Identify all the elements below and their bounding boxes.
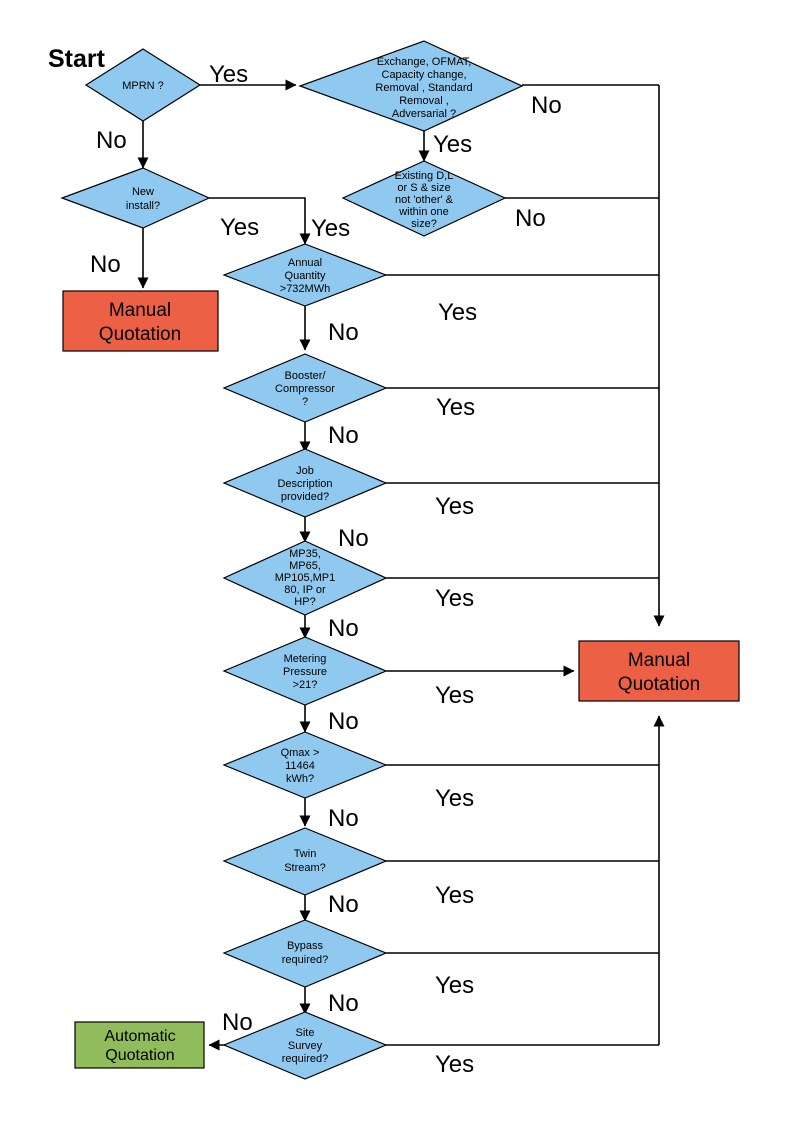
label-mp-no: No — [328, 615, 359, 642]
node-mp-line-0: MP35, — [289, 548, 321, 560]
node-newinstall-line-1: install? — [126, 200, 160, 212]
node-mprn-line-0: MPRN ? — [122, 80, 164, 92]
node-mprn[interactable]: MPRN ? — [84, 48, 202, 122]
manual-right-line-0: Manual — [628, 650, 690, 671]
label-annual-yes: Yes — [438, 299, 477, 326]
node-mp-line-4: HP? — [294, 596, 315, 608]
label-qmax-no: No — [328, 805, 359, 832]
node-bypass[interactable]: Bypass required? — [222, 919, 388, 988]
node-qmax-line-1: 11464 — [285, 760, 315, 772]
node-mp[interactable]: MP35, MP65, MP105,MP1 80, IP or HP? — [222, 540, 388, 616]
label-qmax-yes: Yes — [435, 785, 474, 812]
node-twin-line-1: Stream? — [284, 862, 326, 874]
node-mp-line-2: MP105,MP1 — [275, 572, 336, 584]
label-twin-yes: Yes — [435, 882, 474, 909]
node-newinstall-line-0: New — [132, 186, 154, 198]
node-twin[interactable]: Twin Stream? — [222, 827, 388, 896]
node-exchange-line-2: Removal , Standard — [375, 82, 472, 94]
node-jobdesc[interactable]: Job Description provided? — [222, 448, 388, 518]
node-manual-quotation-right[interactable]: Manual Quotation — [578, 640, 740, 702]
node-site-line-1: Survey — [288, 1040, 323, 1052]
node-automatic-quotation[interactable]: Automatic Quotation — [74, 1021, 205, 1069]
label-mp-yes: Yes — [435, 585, 474, 612]
node-exchange-line-1: Capacity change, — [382, 69, 467, 81]
node-jobdesc-line-0: Job — [296, 465, 314, 477]
node-annual[interactable]: Annual Quantity >732MWh — [222, 243, 388, 307]
label-exchange-yes: Yes — [433, 131, 472, 158]
node-bypass-line-0: Bypass — [287, 940, 324, 952]
node-existing[interactable]: Existing D,L or S & size not 'other' & w… — [341, 160, 507, 237]
node-qmax-line-0: Qmax > — [281, 747, 320, 759]
node-existing-line-2: not 'other' & — [395, 194, 454, 206]
label-mprn-yes: Yes — [209, 61, 248, 88]
node-twin-line-0: Twin — [294, 848, 317, 860]
node-newinstall[interactable]: New install? — [60, 167, 211, 229]
node-booster-line-1: Compressor — [275, 383, 335, 395]
label-booster-yes: Yes — [436, 394, 475, 421]
start-label: Start — [48, 45, 106, 73]
node-metering-line-0: Metering — [284, 653, 327, 665]
node-site-line-0: Site — [296, 1027, 315, 1039]
label-twin-no: No — [328, 891, 359, 918]
node-metering[interactable]: Metering Pressure >21? — [222, 636, 388, 706]
label-existing-no: No — [515, 205, 546, 232]
node-site-line-2: required? — [282, 1053, 328, 1065]
label-bypass-yes: Yes — [435, 972, 474, 999]
manual-right-line-1: Quotation — [618, 674, 700, 695]
label-metering-yes: Yes — [435, 682, 474, 709]
label-site-yes: Yes — [435, 1051, 474, 1078]
node-mp-line-3: 80, IP or — [284, 584, 326, 596]
node-manual-quotation-left[interactable]: Manual Quotation — [62, 290, 219, 352]
node-exchange-line-4: Adversarial ? — [392, 108, 456, 120]
node-existing-line-3: within one — [398, 206, 449, 218]
node-mp-line-1: MP65, — [289, 560, 321, 572]
manual-left-line-0: Manual — [109, 300, 171, 321]
label-annual-no: No — [328, 319, 359, 346]
label-metering-no: No — [328, 708, 359, 735]
node-jobdesc-line-2: provided? — [281, 491, 329, 503]
node-jobdesc-line-1: Description — [277, 478, 332, 490]
label-site-no: No — [222, 1009, 253, 1036]
node-annual-line-0: Annual — [288, 257, 322, 269]
node-qmax[interactable]: Qmax > 11464 kWh? — [222, 731, 388, 799]
node-annual-line-1: Quantity — [285, 270, 326, 282]
node-site[interactable]: Site Survey required? — [222, 1011, 388, 1080]
label-jobdesc-no: No — [338, 525, 369, 552]
automatic-line-0: Automatic — [104, 1028, 175, 1045]
node-qmax-line-2: kWh? — [286, 773, 314, 785]
label-booster-no: No — [328, 422, 359, 449]
node-booster-line-2: ? — [302, 396, 308, 408]
label-existing-yes: Yes — [311, 215, 350, 242]
node-booster-line-0: Booster/ — [285, 370, 327, 382]
label-mprn-no: No — [96, 127, 127, 154]
node-existing-line-0: Existing D,L — [395, 170, 454, 182]
node-existing-line-4: size? — [411, 218, 437, 230]
manual-left-line-1: Quotation — [99, 324, 181, 345]
node-annual-line-2: >732MWh — [280, 283, 330, 295]
node-booster[interactable]: Booster/ Compressor ? — [222, 353, 388, 423]
label-newinstall-no: No — [90, 251, 121, 278]
node-exchange[interactable]: Exchange, OFMAT, Capacity change, Remova… — [298, 40, 524, 132]
node-bypass-line-1: required? — [282, 954, 328, 966]
node-metering-line-2: >21? — [293, 679, 318, 691]
node-existing-line-1: or S & size — [397, 182, 450, 194]
label-exchange-no: No — [531, 92, 562, 119]
node-metering-line-1: Pressure — [283, 666, 327, 678]
label-jobdesc-yes: Yes — [435, 493, 474, 520]
node-exchange-line-3: Removal , — [399, 95, 449, 107]
automatic-line-1: Quotation — [105, 1047, 174, 1064]
label-bypass-no: No — [328, 990, 359, 1017]
label-newinstall-yes: Yes — [220, 214, 259, 241]
edge-newinstall-yes — [209, 197, 311, 245]
node-exchange-line-0: Exchange, OFMAT, — [377, 56, 472, 68]
